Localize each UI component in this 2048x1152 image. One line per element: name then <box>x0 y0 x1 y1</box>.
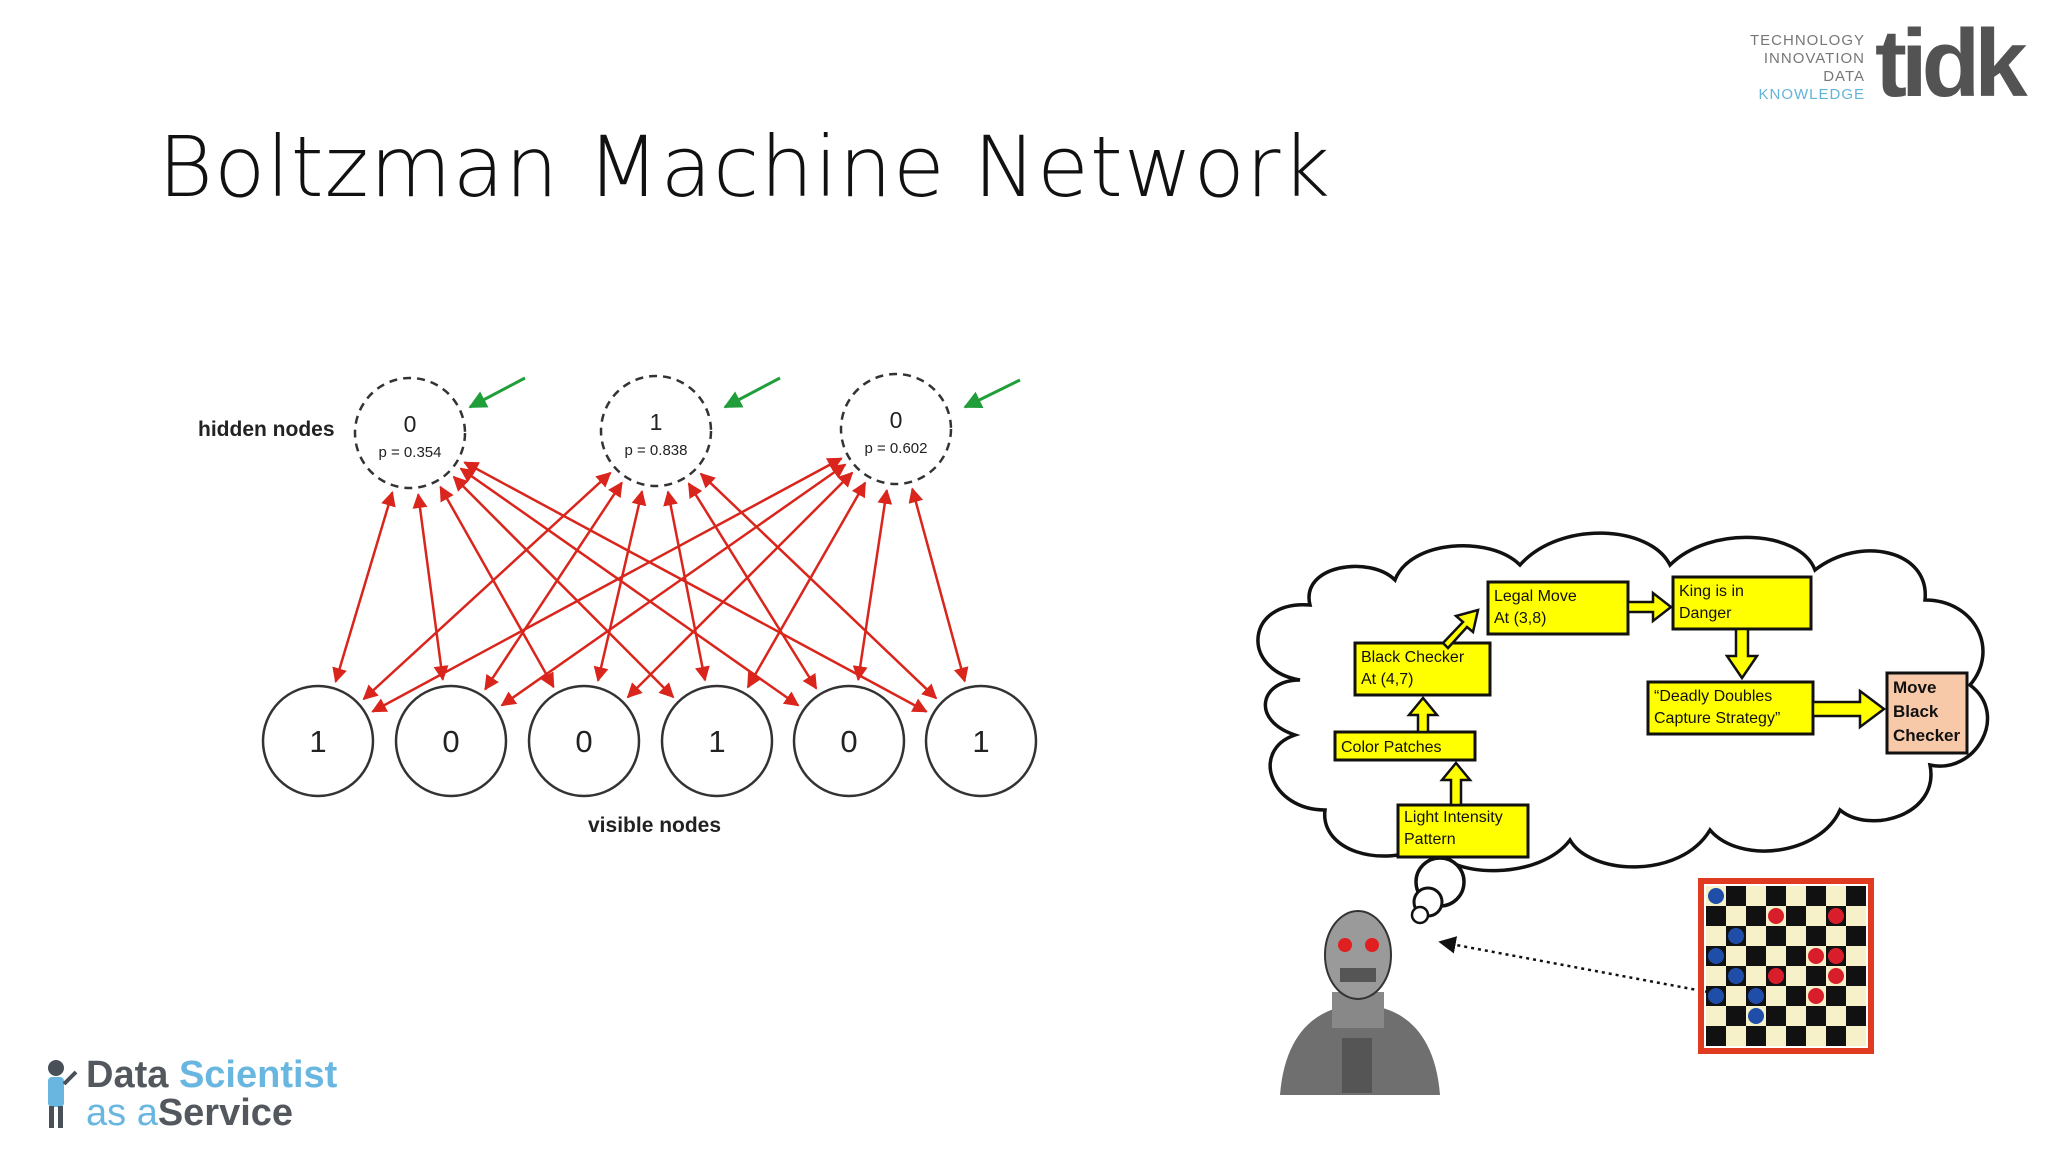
checker-piece <box>1808 948 1824 964</box>
hidden-node-probability: p = 0.354 <box>379 444 442 461</box>
data-scientist-logo: Data Scientist as aService <box>38 1056 378 1136</box>
svg-text:At (4,7): At (4,7) <box>1361 671 1413 688</box>
visible-node: 1 <box>261 684 375 798</box>
light-intensity-box <box>1396 803 1530 859</box>
svg-text:Checker: Checker <box>1893 726 1960 745</box>
flow-arrow-icon <box>1811 688 1887 730</box>
visible-node-value: 0 <box>442 724 459 759</box>
connection-edge <box>439 485 555 689</box>
visible-node: 0 <box>792 684 906 798</box>
svg-text:tidk: tidk <box>1875 24 2028 104</box>
visible-node: 1 <box>660 684 774 798</box>
svg-text:“Deadly Doubles: “Deadly Doubles <box>1654 688 1772 705</box>
connection-edge <box>908 487 969 683</box>
flow-arrow-icon <box>1439 761 1473 807</box>
visible-node-value: 1 <box>708 724 725 759</box>
pointer-arrow-icon <box>963 378 1021 409</box>
hidden-node-value: 1 <box>650 409 663 435</box>
deadly-doubles-box <box>1646 680 1815 736</box>
connection-edges <box>332 457 969 713</box>
checker-piece <box>1708 888 1724 904</box>
svg-text:Move: Move <box>1893 678 1936 697</box>
checker-piece <box>1828 948 1844 964</box>
connection-edge <box>371 457 843 713</box>
checker-piece <box>1768 908 1784 924</box>
hidden-node-probability: p = 0.602 <box>865 440 928 457</box>
pointer-arrow-icon <box>723 376 781 409</box>
hidden-node: 0 p = 0.602 <box>839 372 953 486</box>
hidden-node-value: 0 <box>404 411 417 437</box>
svg-text:Black: Black <box>1893 702 1939 721</box>
flow-arrow-icon <box>1406 696 1440 734</box>
dotted-arrow-icon <box>1438 936 1709 994</box>
svg-text:Pattern: Pattern <box>1404 831 1456 848</box>
visible-node-value: 0 <box>575 724 592 759</box>
connection-edge <box>459 467 800 707</box>
visible-node: 0 <box>394 684 508 798</box>
move-black-checker-box <box>1885 671 1969 755</box>
hidden-node-value: 0 <box>890 407 903 433</box>
hidden-nodes-label: hidden nodes <box>198 418 335 441</box>
hidden-node: 0 p = 0.354 <box>353 376 467 490</box>
svg-text:Legal Move: Legal Move <box>1494 588 1577 605</box>
checker-piece <box>1728 928 1744 944</box>
svg-text:Color Patches: Color Patches <box>1341 739 1442 756</box>
checker-piece <box>1748 1008 1764 1024</box>
hidden-node-probability: p = 0.838 <box>625 442 688 459</box>
scientist-figure-icon <box>48 1060 78 1128</box>
connection-edge <box>484 481 623 691</box>
tidk-mark-icon: tidk <box>1875 24 2034 104</box>
boltzmann-network-diagram: hidden nodes visible nodes 0 p = 0.354 1… <box>198 372 1038 837</box>
checker-piece <box>1768 968 1784 984</box>
checker-piece <box>1708 988 1724 1004</box>
flow-arrow-icon <box>1724 627 1760 681</box>
flow-arrow-icon <box>1441 608 1480 650</box>
flow-arrow-icon <box>1626 590 1674 624</box>
connection-edge <box>332 490 396 684</box>
connection-edge <box>746 481 867 689</box>
hidden-node: 1 p = 0.838 <box>599 374 713 488</box>
connection-edge <box>463 461 928 713</box>
svg-text:Black Checker: Black Checker <box>1361 649 1465 666</box>
thought-bubble <box>1410 905 1430 925</box>
slide-title: Boltzman Machine Network <box>158 118 1332 216</box>
svg-text:Danger: Danger <box>1679 605 1732 622</box>
pointer-arrow-icon <box>468 376 526 409</box>
connection-edge <box>852 488 893 682</box>
tidk-logo-words: TECHNOLOGY INNOVATION DATA KNOWLEDGE <box>1749 32 1865 103</box>
connection-edge <box>362 471 612 701</box>
black-checker-box <box>1353 641 1492 697</box>
tidk-logo: TECHNOLOGY INNOVATION DATA KNOWLEDGE tid… <box>1740 24 2040 114</box>
checker-piece <box>1828 908 1844 924</box>
checker-piece <box>1748 988 1764 1004</box>
svg-text:Capture Strategy”: Capture Strategy” <box>1654 710 1780 727</box>
svg-text:Light Intensity: Light Intensity <box>1404 809 1503 826</box>
robot-figure-icon <box>1280 910 1440 1095</box>
checker-piece <box>1708 948 1724 964</box>
visible-node-value: 0 <box>840 724 857 759</box>
visible-node-value: 1 <box>309 724 326 759</box>
visible-nodes-label: visible nodes <box>588 814 721 837</box>
checker-piece <box>1828 968 1844 984</box>
visible-node: 0 <box>527 684 641 798</box>
checker-piece <box>1728 968 1744 984</box>
checkers-thought-illustration: Light Intensity Pattern Color Patches Bl… <box>1256 531 1990 1095</box>
connection-edge <box>687 482 818 690</box>
checker-piece <box>1808 988 1824 1004</box>
connection-edge <box>412 493 449 681</box>
visible-node: 1 <box>924 684 1038 798</box>
color-patches-box <box>1333 730 1477 762</box>
visible-node-value: 1 <box>972 724 989 759</box>
svg-text:King is in: King is in <box>1679 583 1744 600</box>
svg-text:At (3,8): At (3,8) <box>1494 610 1546 627</box>
data-scientist-logo-text: Data Scientist as aService <box>86 1054 338 1134</box>
checkerboard-icon <box>1698 878 1874 1054</box>
